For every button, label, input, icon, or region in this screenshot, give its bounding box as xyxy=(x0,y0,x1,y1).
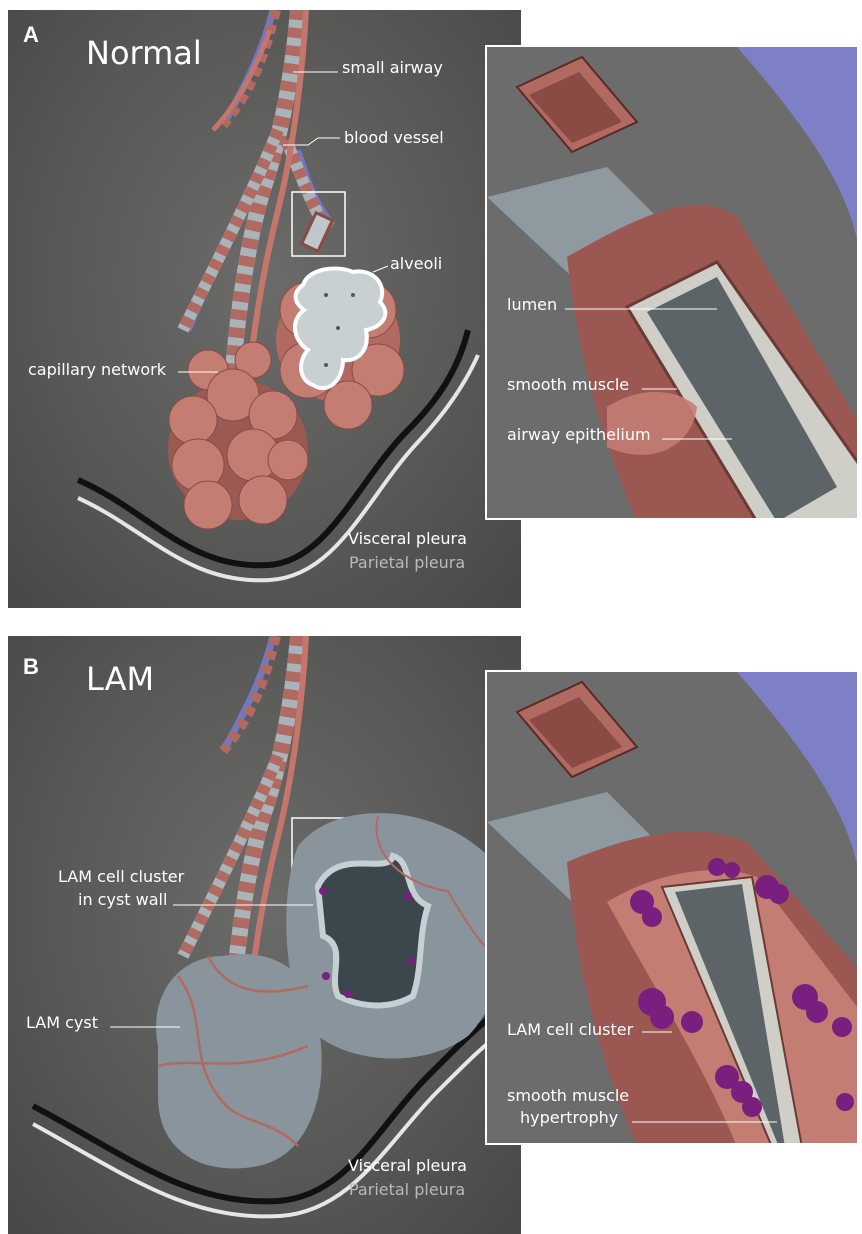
label-small-airway: small airway xyxy=(342,58,443,77)
panel-b-lam: B LAM LAM cell cluster in cyst wall LAM … xyxy=(8,636,521,1234)
label-lam-cell-cluster-line1: LAM cell cluster xyxy=(58,867,184,886)
label-parietal-pleura-a: Parietal pleura xyxy=(349,553,465,572)
panel-a-normal: A Normal small airway blood vessel alveo… xyxy=(8,10,521,608)
label-smooth-muscle: smooth muscle xyxy=(507,375,629,394)
label-capillary-network: capillary network xyxy=(28,360,166,379)
lam-cyst xyxy=(156,954,322,1168)
alveoli-leader xyxy=(373,266,388,272)
label-visceral-pleura-a: Visceral pleura xyxy=(348,529,467,548)
panel-b-illustration xyxy=(8,636,521,1234)
panel-a-letter: A xyxy=(23,22,39,48)
label-visceral-pleura-b: Visceral pleura xyxy=(348,1156,467,1175)
label-hypertrophy-line1: smooth muscle xyxy=(507,1086,629,1105)
label-lam-cell-cluster-line2: in cyst wall xyxy=(78,890,167,909)
inset-b-airway-cross-section: LAM cell cluster smooth muscle hypertrop… xyxy=(485,670,859,1145)
label-lam-cyst: LAM cyst xyxy=(26,1013,98,1032)
label-parietal-pleura-b: Parietal pleura xyxy=(349,1180,465,1199)
label-lam-cell-cluster-inset: LAM cell cluster xyxy=(507,1020,633,1039)
label-airway-epithelium: airway epithelium xyxy=(507,425,651,444)
panel-b-letter: B xyxy=(23,654,39,680)
inset-a-illustration xyxy=(487,47,859,520)
label-hypertrophy-line2: hypertrophy xyxy=(520,1108,618,1127)
label-alveoli: alveoli xyxy=(390,254,442,273)
label-lumen: lumen xyxy=(507,295,557,314)
inset-b-illustration xyxy=(487,672,859,1145)
label-blood-vessel: blood vessel xyxy=(344,128,444,147)
panel-a-illustration xyxy=(8,10,521,608)
panel-a-title: Normal xyxy=(86,34,202,72)
lam-cyst-opened xyxy=(286,813,508,1058)
inset-a-airway-cross-section: lumen smooth muscle airway epithelium xyxy=(485,45,859,520)
panel-b-title: LAM xyxy=(86,660,154,698)
